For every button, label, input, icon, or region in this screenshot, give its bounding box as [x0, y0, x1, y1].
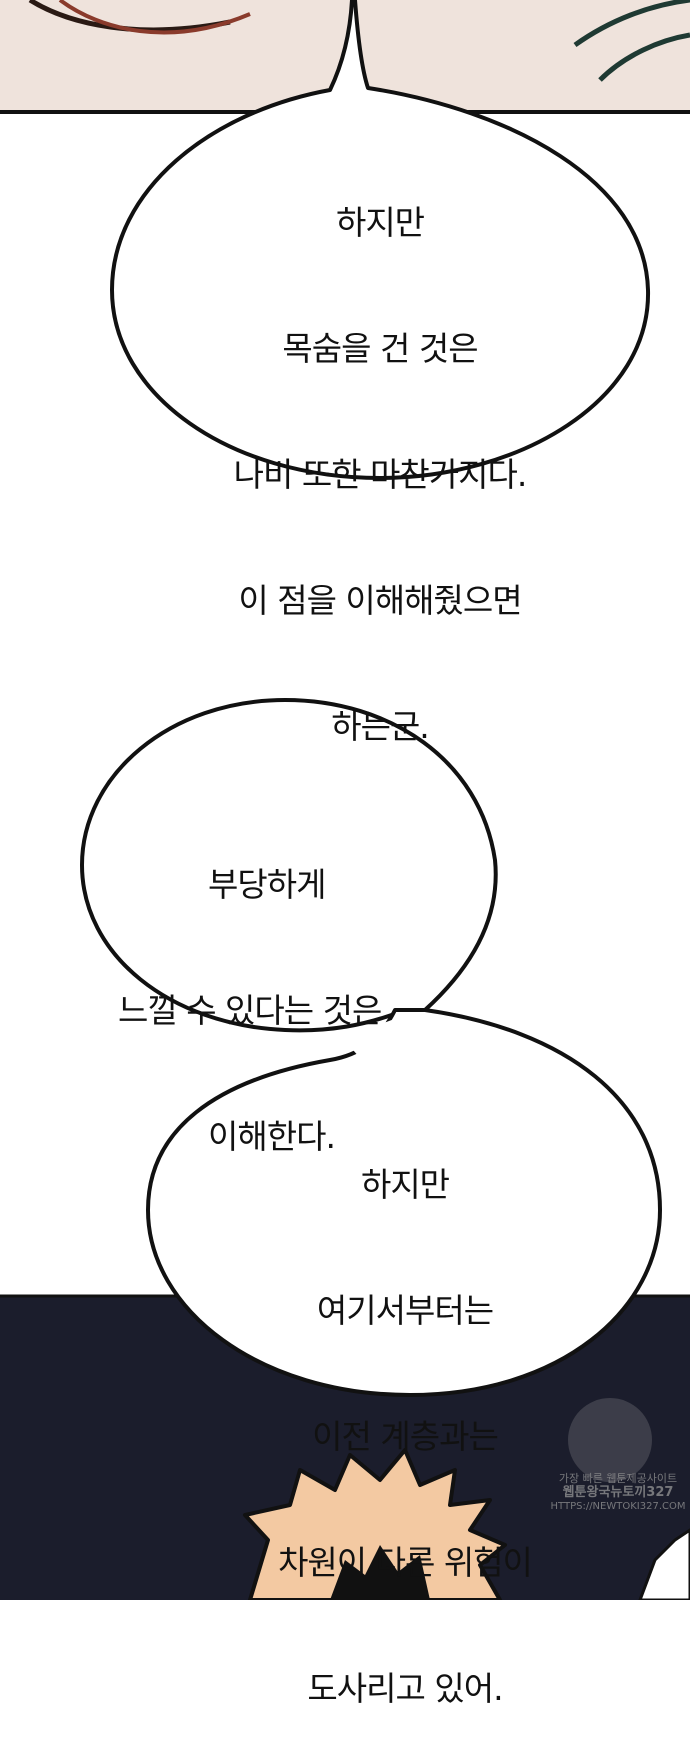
- speech-bubble-2-text: 부당하게 느낄 수 있다는 것은 이해한다.: [100, 780, 480, 1200]
- bubble-line: 도사리고 있어.: [307, 1669, 503, 1708]
- character-hair: [243, 1448, 507, 1600]
- hair-strand-green-2: [598, 32, 690, 82]
- bubble-line: 나비 또한 마찬가지다.: [233, 455, 528, 494]
- character-white-hair: [638, 1528, 690, 1600]
- hair-strand-red: [58, 0, 251, 35]
- bubble-line: 하지만: [335, 203, 425, 242]
- bubble-line: 이전 계층과는: [312, 1417, 499, 1456]
- bubble-line: 하는군.: [331, 707, 430, 746]
- speech-bubble-3-shape: [146, 1008, 662, 1397]
- bubble-seam-cover: [340, 1012, 410, 1058]
- bubble-line: 느낄 수 있다는 것은: [118, 991, 382, 1030]
- watermark: 가장 빠른 웹툰제공사이트 웹툰왕국뉴토끼327 HTTPS://NEWTOKI…: [548, 1472, 688, 1514]
- speech-bubble-1-shape: [110, 0, 651, 480]
- bubble-line: 하지만: [360, 1165, 450, 1204]
- speech-bubble-1-text: 하지만 목숨을 건 것은 나비 또한 마찬가지다. 이 점을 이해해줬으면 하는…: [150, 118, 610, 790]
- bubble-line: 이해한다.: [208, 1117, 336, 1156]
- bubble-line: 부당하게: [208, 865, 326, 904]
- bubble-line: 여기서부터는: [316, 1291, 494, 1330]
- watermark-emblem-icon: [568, 1398, 652, 1482]
- bubble-line: 이 점을 이해해줬으면: [238, 581, 522, 620]
- watermark-line-2: 웹툰왕국뉴토끼327: [562, 1485, 674, 1500]
- bubble-line: 목숨을 건 것은: [282, 329, 478, 368]
- comic-scene: [0, 0, 690, 1600]
- bubble-line: 차원이 다른 위험이: [278, 1543, 533, 1582]
- hair-strand-green-1: [573, 0, 690, 48]
- character-dark-hair: [330, 1545, 430, 1600]
- speech-bubble-2-shape: [80, 698, 498, 1033]
- watermark-line-3: HTTPS://NEWTOKI327.COM: [550, 1501, 686, 1512]
- speech-bubble-3-text: 하지만 여기서부터는 이전 계층과는 차원이 다른 위험이 도사리고 있어.: [180, 1080, 630, 1752]
- watermark-line-1: 가장 빠른 웹툰제공사이트: [558, 1472, 678, 1485]
